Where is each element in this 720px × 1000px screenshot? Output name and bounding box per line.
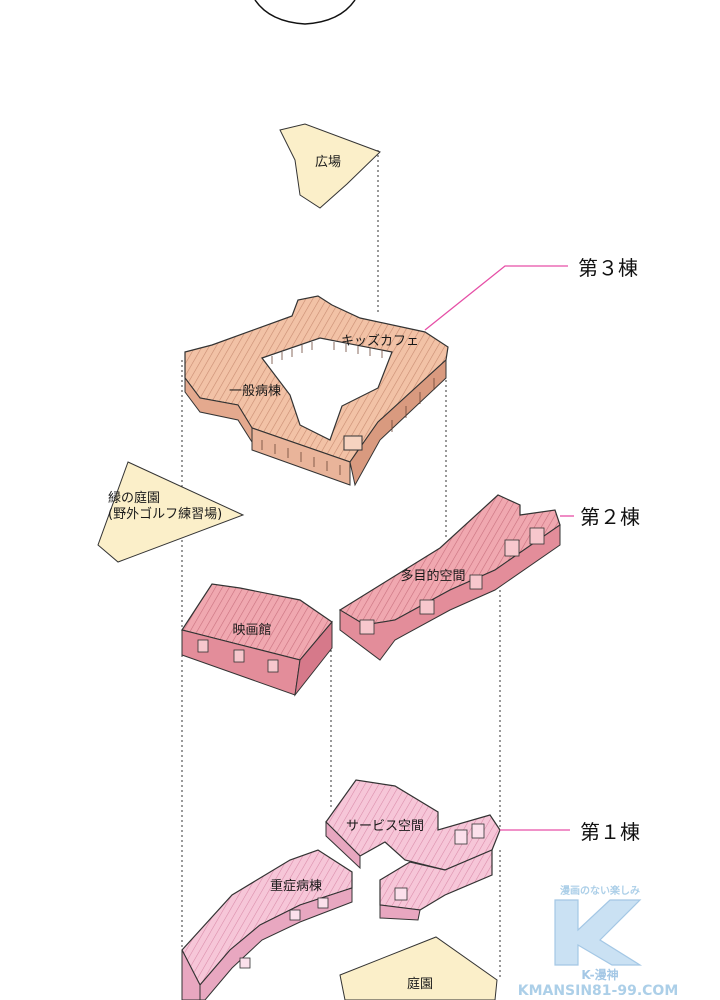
watermark-url: KMANSIN81-99.COM [518,983,679,999]
watermark-k-logo-icon [554,899,643,966]
cinema-label: 映画館 [232,623,271,638]
building-3-model: キッズカフェ 一般病棟 [184,295,449,487]
building-3-leader-line [424,265,568,331]
golf-practice-label: (野外ゴルフ練習場) [108,506,222,522]
projection-lines [181,150,501,1000]
multipurpose-label: 多目的空間 [400,568,465,584]
building-3-label: 第３棟 [578,256,638,280]
garden-label: 庭園 [407,976,433,992]
plaza-label: 広場 [315,155,341,170]
building-2-label: 第２棟 [580,505,640,529]
speech-bubble-fragment [254,0,356,25]
service-space-label: サービス空間 [346,819,424,834]
garden-area: 庭園 [339,936,498,1000]
watermark-brand: K-漫神 [581,967,618,982]
building-2-model: 多目的空間 映画館 [181,494,561,697]
green-garden-label: 緑の庭園 [108,490,160,506]
watermark-tagline: 漫画のない楽しみ [560,884,640,897]
green-garden-area: 緑の庭園 (野外ゴルフ練習場) [97,461,245,563]
building-1-label: 第１棟 [580,820,640,844]
kids-cafe-label: キッズカフェ [341,333,419,349]
general-ward-label: 一般病棟 [229,383,281,399]
watermark: 漫画のない楽しみ K-漫神 KMANSIN81-99.COM [518,884,679,999]
plaza-area: 広場 [279,123,381,209]
severe-ward-label: 重症病棟 [270,878,322,894]
building-1-model: サービス空間 重症病棟 [181,779,501,1000]
